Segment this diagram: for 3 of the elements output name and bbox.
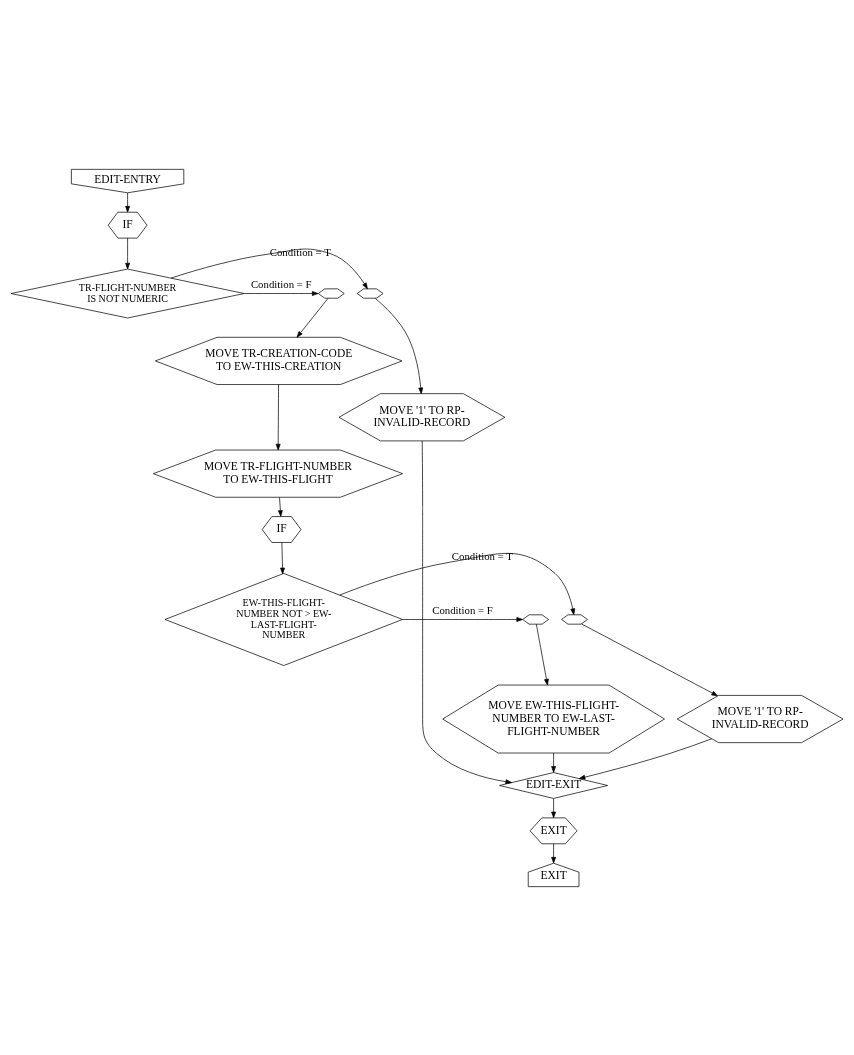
edge-label: Condition = F	[250, 277, 312, 290]
edge-label: Condition = T	[269, 245, 331, 258]
edge-label: Condition = F	[432, 603, 493, 616]
